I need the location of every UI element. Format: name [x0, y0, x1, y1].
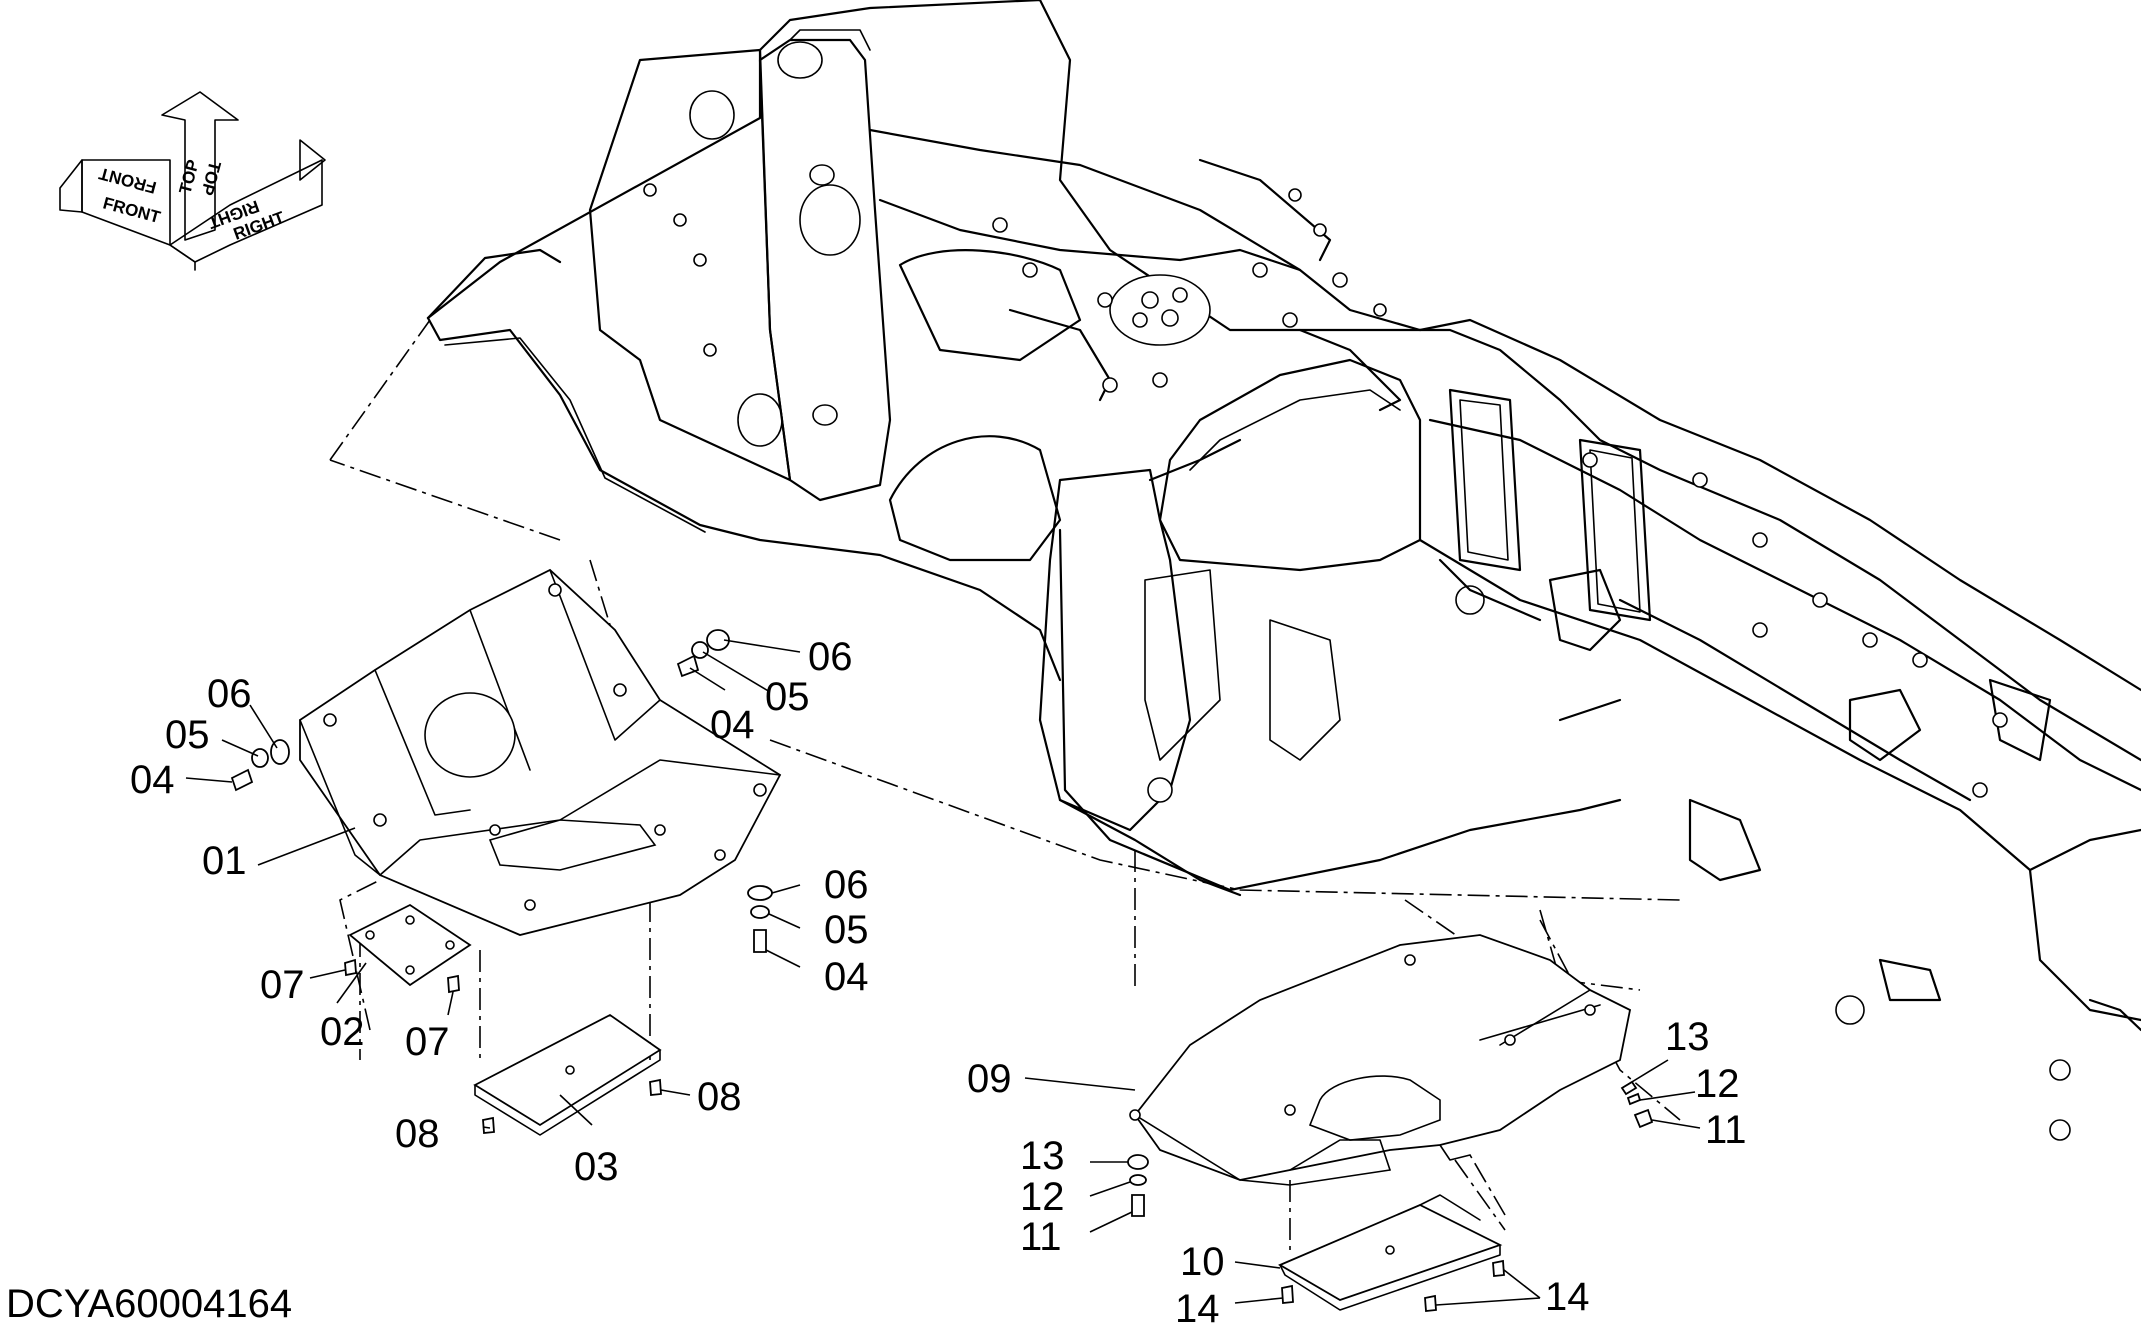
callout-07-left: 07	[260, 963, 305, 1007]
part-10-plate	[1278, 1194, 1503, 1311]
callout-05-top: 05	[765, 675, 810, 719]
part-03-plate	[473, 1013, 662, 1136]
leader-lines	[185, 639, 1701, 1306]
callout-03: 03	[574, 1145, 619, 1189]
callout-04-left: 04	[130, 758, 175, 802]
callout-14-right: 14	[1545, 1275, 1590, 1319]
callout-13-lower: 13	[1020, 1134, 1065, 1178]
callout-05-left: 05	[165, 713, 210, 757]
callout-08-left: 08	[395, 1112, 440, 1156]
callout-01: 01	[202, 839, 247, 883]
callout-10: 10	[1180, 1240, 1225, 1284]
fasteners	[230, 629, 1654, 1312]
machine-frame	[426, 0, 2141, 1141]
callout-13-right: 13	[1665, 1015, 1710, 1059]
drawing-id: DCYA60004164	[6, 1282, 293, 1326]
callout-06-left: 06	[207, 672, 252, 716]
callout-07-right: 07	[405, 1020, 450, 1064]
frame-bosses	[643, 183, 2071, 1141]
callout-labels: 01 02 03 04 04 04 05 05 05 06 06 06 07 0…	[130, 635, 1747, 1331]
callout-06-right: 06	[824, 863, 869, 907]
callout-09: 09	[967, 1057, 1012, 1101]
callout-12-right: 12	[1695, 1062, 1740, 1106]
part-02-plate	[348, 903, 472, 987]
part-01-cover	[299, 568, 782, 936]
callout-02: 02	[320, 1010, 365, 1054]
callout-05-right: 05	[824, 908, 869, 952]
callout-08-right: 08	[697, 1075, 742, 1119]
front-label-mirrored: FRONT	[96, 163, 158, 197]
callout-12-lower: 12	[1020, 1175, 1065, 1219]
callout-06-top: 06	[808, 635, 853, 679]
callout-14-left: 14	[1175, 1287, 1220, 1331]
part-09-cover	[1129, 934, 1632, 1186]
callout-04-top: 04	[710, 703, 755, 747]
callout-11-lower: 11	[1020, 1215, 1062, 1259]
callout-04-right: 04	[824, 955, 869, 999]
callout-11-right: 11	[1705, 1108, 1747, 1152]
orientation-indicator: FRONT FRONT TOP TOP RIGHT RIGHT	[59, 91, 326, 271]
